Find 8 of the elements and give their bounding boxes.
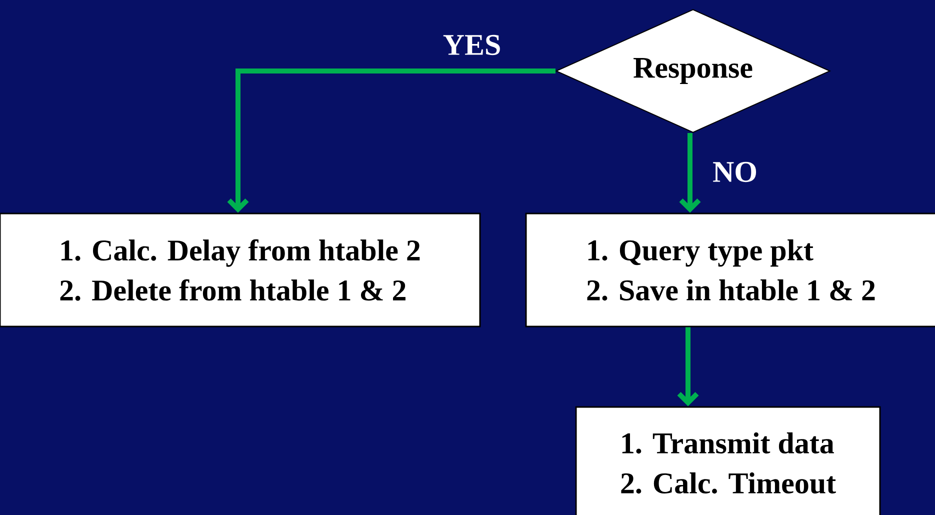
process-box: 1. Calc. Delay from htable 2 2. Delete from htable 1 & 2 <box>0 212 481 328</box>
edge-label: NO <box>712 160 758 184</box>
edge-label: YES <box>442 34 502 56</box>
arrow <box>679 133 701 213</box>
process-box: 1. Transmit data 2. Calc. Timeout <box>575 406 881 515</box>
process-box: 1. Query type pkt 2. Save in htable 1 & 2 <box>525 212 935 328</box>
arrow <box>677 327 699 406</box>
arrow <box>227 68 556 213</box>
